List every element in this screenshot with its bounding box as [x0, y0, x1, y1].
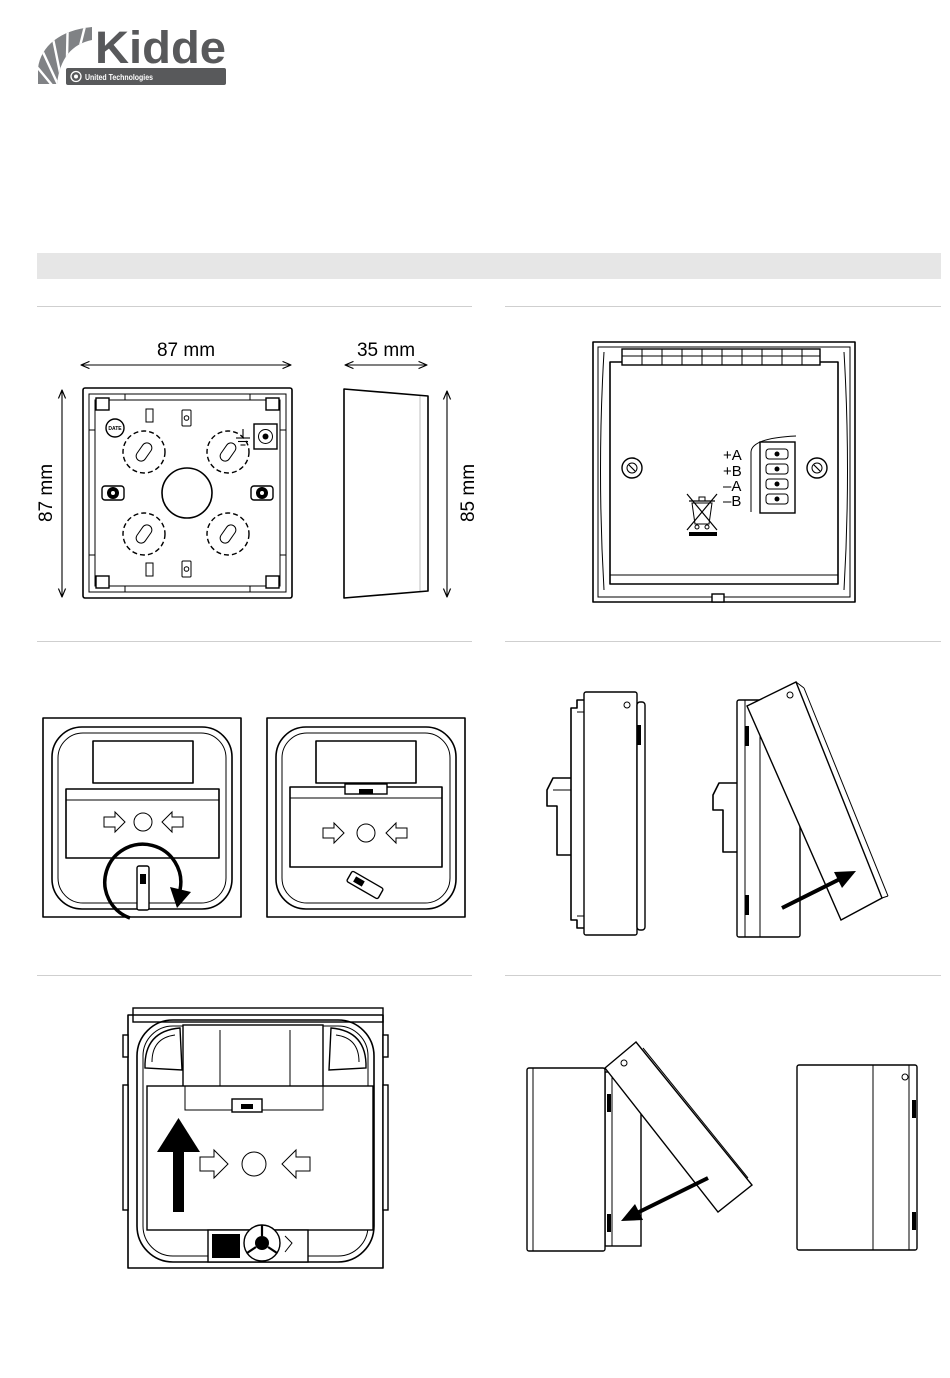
cover-open-arrow-icon	[782, 871, 856, 908]
test-key	[346, 871, 383, 899]
utc-circle-icon	[71, 72, 81, 82]
depth-label: 35 mm	[357, 340, 415, 361]
terminal-label-plus-a: +A	[723, 447, 742, 464]
cover-close-arrow-icon	[621, 1178, 708, 1221]
rotate-clockwise-arrow-icon	[105, 844, 191, 918]
earth-terminal	[254, 424, 277, 449]
lifted-glass-holder	[183, 1025, 323, 1087]
brand-name: Kidde	[95, 22, 226, 73]
date-stamp: DATE	[106, 419, 124, 437]
section-rule	[37, 641, 472, 642]
figure-side-views-opening	[547, 682, 888, 937]
label-window	[93, 741, 193, 783]
side-height-label: 85 mm	[458, 464, 479, 522]
width-label: 87 mm	[157, 340, 215, 361]
kidde-logo: Kidde United Technologies	[18, 12, 226, 102]
cable-knockouts	[123, 431, 249, 555]
terminal-label-minus-b: –B	[723, 493, 741, 510]
device-side-closed	[547, 692, 645, 935]
backbox-side-view	[344, 389, 428, 598]
device-side-closing	[527, 1042, 752, 1251]
terminal-label-minus-a: –A	[723, 478, 741, 495]
section-rule	[37, 306, 472, 307]
weee-crossed-bin-icon	[687, 494, 717, 536]
label-window	[316, 741, 416, 783]
rear-screw-right	[807, 458, 827, 478]
center-cable-entry	[162, 468, 212, 518]
section-rule	[505, 975, 941, 976]
figure-side-views-closing	[527, 1042, 917, 1251]
fixing-screw-left	[102, 486, 124, 500]
figure-dimensions: DATE	[36, 340, 479, 598]
terminal-block	[751, 436, 796, 513]
section-rule	[505, 641, 941, 642]
device-front-key-turned	[267, 718, 465, 917]
height-label: 87 mm	[36, 464, 57, 522]
mounting-clips	[622, 349, 820, 365]
brand-tagline: United Technologies	[85, 72, 153, 82]
device-front-normal	[43, 718, 241, 917]
device-side-closed-final	[797, 1065, 917, 1250]
kidde-swoosh-icon	[18, 12, 100, 102]
test-key	[137, 866, 149, 910]
date-marking: DATE	[108, 426, 122, 432]
front-cover	[747, 682, 882, 920]
reset-key-knob	[208, 1225, 308, 1262]
up-arrow-icon	[157, 1118, 200, 1212]
device-side-opened	[713, 682, 888, 937]
figure-rear-view: +A +B –A –B	[593, 342, 855, 602]
section-rule	[37, 975, 472, 976]
figure-front-cover-lifted	[123, 1008, 388, 1268]
earth-ground-icon	[236, 429, 250, 445]
front-cover	[605, 1042, 752, 1212]
section-heading-bar	[37, 253, 941, 279]
operating-element	[66, 789, 219, 858]
backbox-front-view: DATE	[83, 388, 292, 598]
operating-element	[147, 1086, 373, 1230]
figure-front-views	[43, 718, 465, 918]
operating-element	[290, 787, 442, 867]
tagline-bar	[66, 68, 226, 85]
rear-screw-left	[622, 458, 642, 478]
section-rule	[505, 306, 941, 307]
fixing-screw-right	[251, 486, 273, 500]
terminal-label-plus-b: +B	[723, 463, 742, 480]
